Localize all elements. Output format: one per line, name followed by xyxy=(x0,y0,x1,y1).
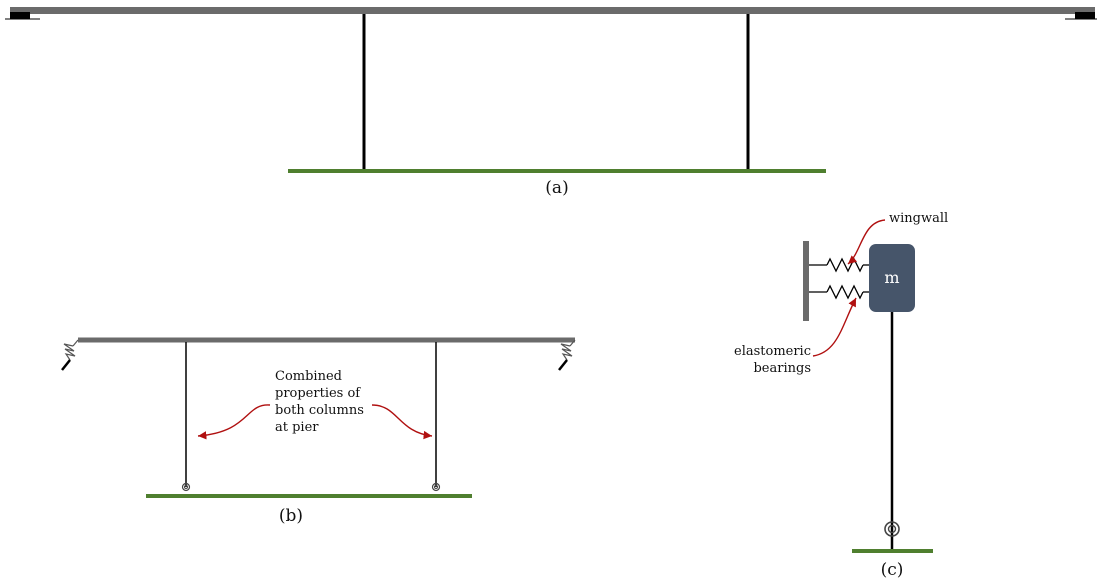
left-spring xyxy=(61,339,79,371)
right-rotational-spring-icon xyxy=(431,482,441,492)
elastomeric-label-2: bearings xyxy=(753,361,811,376)
combined-line-1: Combined xyxy=(275,369,342,384)
bearing-arrow xyxy=(812,297,857,357)
left-abutment-block xyxy=(10,12,30,19)
mass-label: m xyxy=(884,268,900,287)
combined-line-2: properties of xyxy=(275,386,361,401)
wingwall-plate xyxy=(803,241,809,321)
mass-block xyxy=(869,244,915,312)
right-abutment-block xyxy=(1075,12,1095,19)
caption-b: (b) xyxy=(278,506,304,526)
combined-line-4: at pier xyxy=(275,420,319,435)
wingwall-label: wingwall xyxy=(889,211,949,226)
elastomeric-label-1: elastomeric xyxy=(734,344,811,359)
left-rotational-spring-icon xyxy=(181,482,191,492)
caption-c: (c) xyxy=(880,560,904,580)
panel-b xyxy=(61,337,576,498)
upper-spring xyxy=(809,257,870,273)
right-arrow xyxy=(371,404,433,440)
rotational-spring-icon xyxy=(884,521,900,537)
bridge-deck xyxy=(10,7,1095,14)
combined-line-3: both columns xyxy=(275,403,364,418)
lower-spring xyxy=(809,284,870,300)
panel-c xyxy=(803,219,933,553)
left-arrow xyxy=(197,404,271,440)
panel-a xyxy=(5,7,1097,173)
right-spring xyxy=(558,339,576,371)
wingwall-arrow xyxy=(847,219,886,265)
caption-a: (a) xyxy=(545,178,569,198)
